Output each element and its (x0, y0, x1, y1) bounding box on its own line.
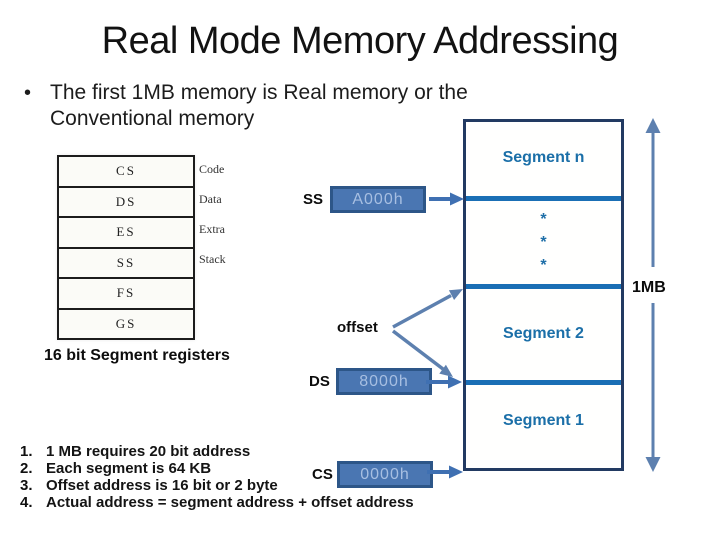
register-row-cs: CS (59, 157, 193, 188)
memory-divider-middle (466, 284, 621, 289)
register-type-code: Code (199, 162, 225, 176)
note-item-3: 3. Offset address is 16 bit or 2 byte (20, 477, 278, 494)
register-type-extra: Extra (199, 222, 225, 236)
register-type-stack: Stack (199, 252, 226, 266)
register-row-ss: SS (59, 249, 193, 279)
segment-1-label: Segment 1 (503, 412, 584, 429)
offset-label: offset (337, 319, 378, 336)
ds-value-box: 8000h (336, 368, 432, 395)
memory-divider-bottom (466, 380, 621, 385)
ss-register-label: SS (303, 191, 324, 208)
note-item-1: 1. 1 MB requires 20 bit address (20, 443, 251, 460)
note-item-2: 2. Each segment is 64 KB (20, 460, 212, 477)
register-row-gs: GS (115, 315, 137, 331)
register-type-data: Data (199, 192, 222, 206)
memory-divider-top (466, 196, 621, 201)
ss-arrow (429, 192, 464, 206)
register-figure-caption: 16 bit Segment registers (44, 347, 230, 364)
bullet-line-1: The first 1MB memory is Real memory or t… (50, 81, 468, 104)
register-row-fs: FS (59, 279, 193, 310)
offset-upper-arrow (392, 289, 463, 329)
bullet-text: The first 1MB memory is Real memory or t… (50, 80, 468, 132)
notes-list: 1. 1 MB requires 20 bit address 2. Each … (20, 443, 460, 511)
memory-size-label: 1MB (632, 279, 666, 296)
bullet-item: • The first 1MB memory is Real memory or… (24, 80, 468, 132)
cs-register-label: CS (312, 466, 333, 483)
slide-title: Real Mode Memory Addressing (101, 20, 619, 62)
bullet-line-2: Conventional memory (50, 107, 255, 130)
ss-value-box: A000h (330, 186, 426, 213)
segment-register-figure: CS DS ES SS FS GS (57, 155, 195, 340)
register-row-ds: DS (59, 188, 193, 218)
cs-value-box: 0000h (337, 461, 433, 488)
memory-ellipsis: * * * (540, 211, 547, 274)
register-row-es: ES (59, 218, 193, 249)
ds-register-label: DS (309, 373, 330, 390)
segment-2-label: Segment 2 (503, 325, 584, 342)
memory-map: Segment n * * * Segment 2 Segment 1 (463, 119, 624, 471)
bullet-icon: • (24, 82, 32, 104)
note-item-4: 4. Actual address = segment address + of… (20, 494, 414, 511)
segment-n-label: Segment n (502, 149, 585, 166)
